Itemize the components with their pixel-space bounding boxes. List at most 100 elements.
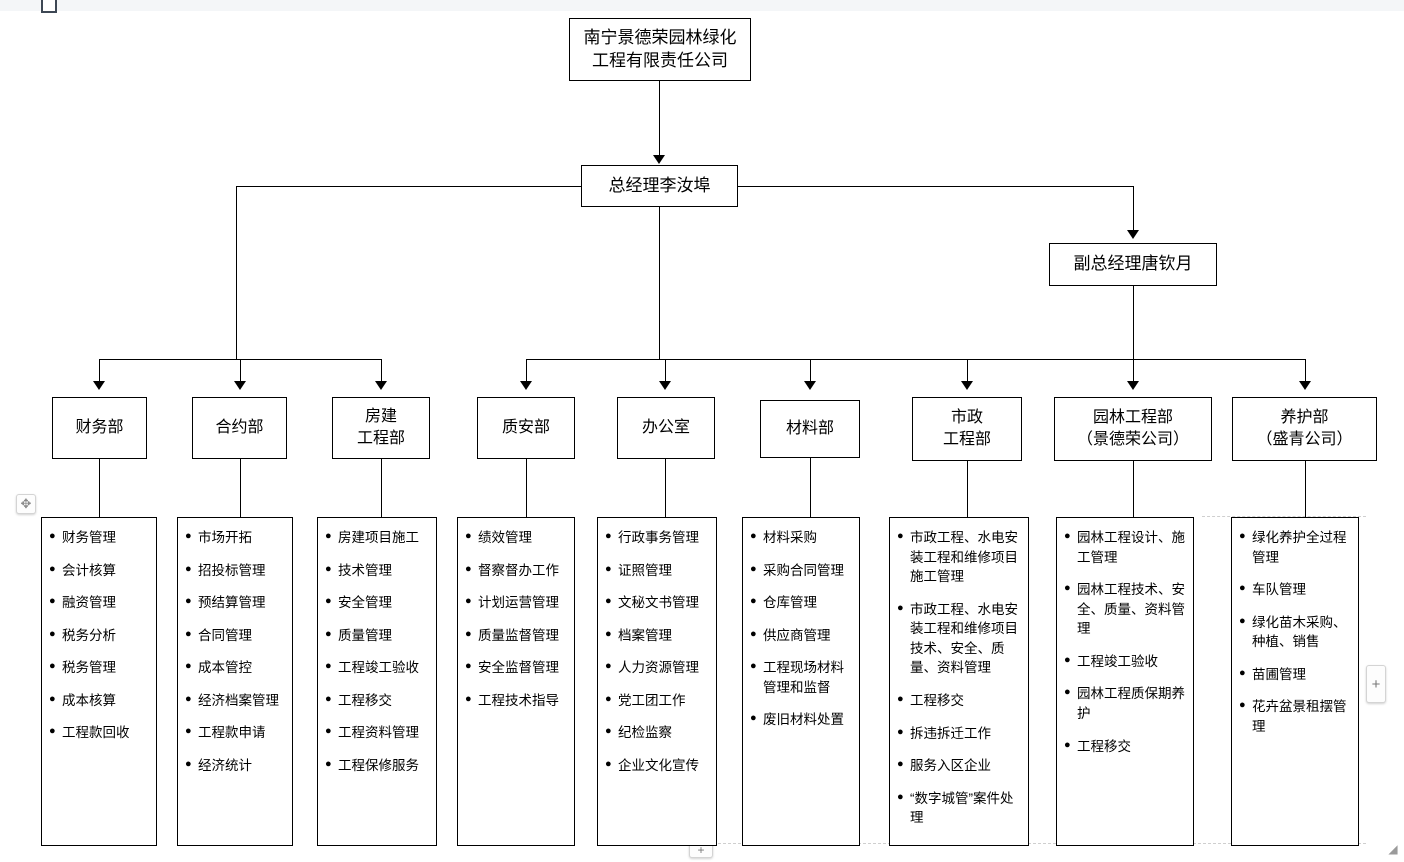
drop-municipal [967,359,968,381]
arrow-office [659,381,671,390]
duty-list: 绩效管理 督察督办工作 计划运营管理 质量监督管理 安全监督管理 工程技术指导 [465,528,568,710]
edge-gm-deputy-h [738,186,1134,187]
arrow-building [375,381,387,390]
dept-duties-garden-engineering[interactable]: 园林工程设计、施工管理 园林工程技术、安全、质量、资料管理 工程竣工验收 园林工… [1056,517,1194,846]
list-item: 工程现场材料管理和监督 [750,658,853,697]
list-item: 工程款回收 [49,723,150,743]
edge-gm-left-h [236,186,582,187]
dept-duties-materials[interactable]: 材料采购 采购合同管理 仓库管理 供应商管理 工程现场材料管理和监督 废旧材料处… [742,517,860,846]
list-item: 房建项目施工 [325,528,430,548]
dept-title-line: 养护部 [1280,409,1329,427]
list-item: 质量监督管理 [465,626,568,646]
drop-maintenance [1305,359,1306,381]
dept-title-materials[interactable]: 材料部 [760,400,860,458]
general-manager-label: 总经理李汝埠 [608,175,711,195]
list-item: 安全监督管理 [465,658,568,678]
add-column-right-button[interactable]: + [1366,665,1386,703]
list-item: 经济统计 [185,756,286,776]
top-anchor-handle-icon[interactable] [41,0,57,13]
list-item: 工程保修服务 [325,756,430,776]
list-item: 园林工程技术、安全、质量、资料管理 [1064,580,1187,639]
list-item: 车队管理 [1239,580,1352,600]
dept-title-line: 工程部 [942,431,991,448]
dept-duties-municipal-engineering[interactable]: 市政工程、水电安装工程和维修项目施工管理 市政工程、水电安装工程和维修项目技术、… [889,517,1029,846]
guide-line [1202,516,1366,517]
list-item: 绿化养护全过程管理 [1239,528,1352,567]
list-item: 合同管理 [185,626,286,646]
list-item: 融资管理 [49,593,150,613]
dept-title-quality-safety[interactable]: 质安部 [477,397,575,459]
edge-company-gm-arrow [653,155,665,164]
dept-duties-building-engineering[interactable]: 房建项目施工 技术管理 安全管理 质量管理 工程竣工验收 工程移交 工程资料管理… [317,517,437,846]
drop-contract [240,359,241,381]
list-item: 绩效管理 [465,528,568,548]
list-item: 会计核算 [49,561,150,581]
dept-duties-quality-safety[interactable]: 绩效管理 督察督办工作 计划运营管理 质量监督管理 安全监督管理 工程技术指导 [457,517,575,846]
dept-title-building-engineering[interactable]: 房建 工程部 [332,397,430,459]
list-item: 财务管理 [49,528,150,548]
arrow-quality [520,381,532,390]
stem-quality [526,459,527,517]
dept-title-line: （盛青公司） [1256,431,1353,448]
dept-duties-maintenance[interactable]: 绿化养护全过程管理 车队管理 绿化苗木采购、种植、销售 苗圃管理 花卉盆景租摆管… [1231,517,1359,846]
dept-title-line: 工程部 [356,430,405,447]
stem-contract [240,459,241,517]
move-handle-icon[interactable]: ✥ [16,494,36,514]
list-item: 计划运营管理 [465,593,568,613]
dept-title-line: 市政 [950,409,983,427]
resize-corner-icon[interactable]: ◢ [1388,842,1398,856]
list-item: 服务入区企业 [897,756,1022,776]
list-item: 工程技术指导 [465,691,568,711]
deputy-manager-label: 副总经理唐钦月 [1073,254,1193,274]
edge-company-gm [659,81,660,155]
list-item: 成本管控 [185,658,286,678]
stem-building [381,459,382,517]
duty-list: 财务管理 会计核算 融资管理 税务分析 税务管理 成本核算 工程款回收 [49,528,150,743]
list-item: 仓库管理 [750,593,853,613]
duty-list: 房建项目施工 技术管理 安全管理 质量管理 工程竣工验收 工程移交 工程资料管理… [325,528,430,776]
list-item: 企业文化宣传 [605,756,710,776]
dept-duties-office[interactable]: 行政事务管理 证照管理 文秘文书管理 档案管理 人力资源管理 党工团工作 纪检监… [597,517,717,846]
list-item: 人力资源管理 [605,658,710,678]
dept-title-maintenance[interactable]: 养护部 （盛青公司） [1232,397,1377,461]
editor-top-bar [0,0,1404,11]
node-deputy-manager[interactable]: 副总经理唐钦月 [1049,243,1217,286]
stem-municipal [967,461,968,517]
stem-garden [1133,461,1134,517]
dept-duties-contract[interactable]: 市场开拓 招投标管理 预结算管理 合同管理 成本管控 经济档案管理 工程款申请 … [177,517,293,846]
list-item: 材料采购 [750,528,853,548]
list-item: 园林工程质保期养护 [1064,684,1187,723]
edge-gm-deputy-v [1133,186,1134,230]
list-item: 督察督办工作 [465,561,568,581]
dept-title-line: 财务部 [75,419,124,437]
edge-gm-deputy-arrow [1127,230,1139,239]
arrow-maintenance [1299,381,1311,390]
dept-title-office[interactable]: 办公室 [617,397,715,459]
list-item: 苗圃管理 [1239,665,1352,685]
node-general-manager[interactable]: 总经理李汝埠 [581,165,738,207]
dept-title-garden-engineering[interactable]: 园林工程部 （景德荣公司） [1054,397,1212,461]
node-company[interactable]: 南宁景德荣园林绿化 工程有限责任公司 [569,18,751,81]
duty-list: 材料采购 采购合同管理 仓库管理 供应商管理 工程现场材料管理和监督 废旧材料处… [750,528,853,730]
stem-materials [810,458,811,517]
dept-title-municipal-engineering[interactable]: 市政 工程部 [912,397,1022,461]
list-item: 花卉盆景租摆管理 [1239,697,1352,736]
arrow-finance [93,381,105,390]
arrow-contract [234,381,246,390]
list-item: 成本核算 [49,691,150,711]
company-line-2: 工程有限责任公司 [592,50,728,70]
duty-list: 市政工程、水电安装工程和维修项目施工管理 市政工程、水电安装工程和维修项目技术、… [897,528,1022,828]
list-item: 废旧材料处置 [750,710,853,730]
dept-title-contract[interactable]: 合约部 [192,397,287,459]
drop-materials [810,359,811,381]
list-item: “数字城管”案件处理 [897,789,1022,828]
dept-duties-finance[interactable]: 财务管理 会计核算 融资管理 税务分析 税务管理 成本核算 工程款回收 [41,517,157,846]
list-item: 供应商管理 [750,626,853,646]
company-line-1: 南宁景德荣园林绿化 [583,27,737,47]
dept-title-finance[interactable]: 财务部 [52,397,147,459]
drop-garden [1133,359,1134,381]
duty-list: 行政事务管理 证照管理 文秘文书管理 档案管理 人力资源管理 党工团工作 纪检监… [605,528,710,776]
drop-building [381,359,382,381]
dept-title-line: 园林工程部 [1092,409,1173,427]
